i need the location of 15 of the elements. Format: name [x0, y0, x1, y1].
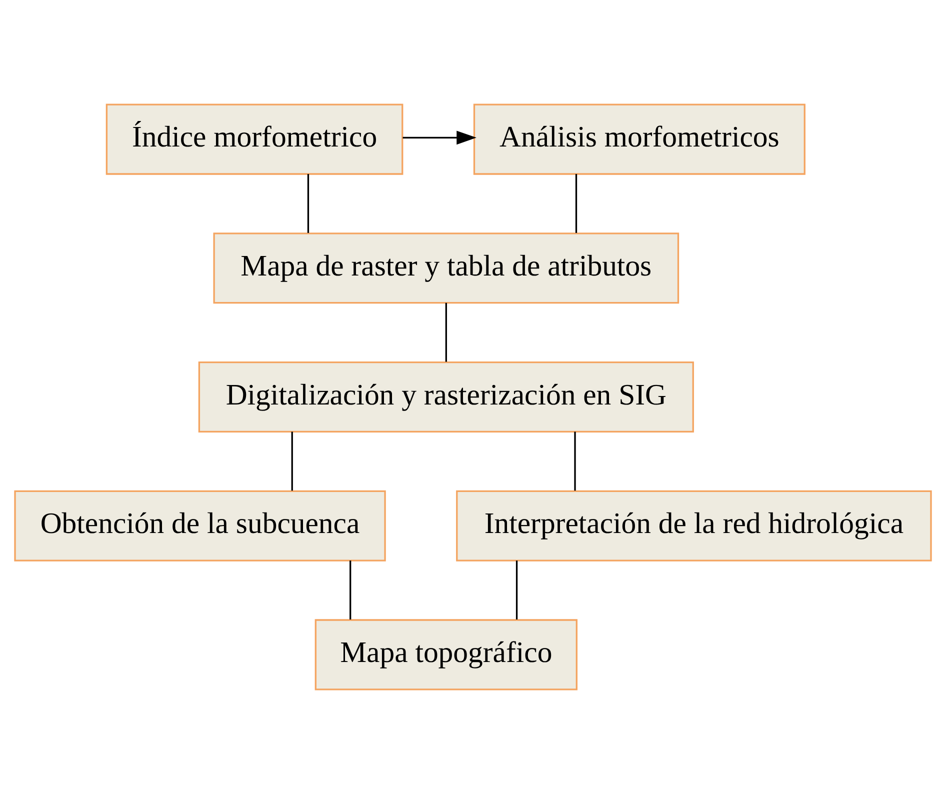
- connector: [291, 431, 293, 490]
- connector: [445, 302, 447, 362]
- node-box: Mapa de raster y tabla de atributos: [213, 232, 680, 304]
- node-box: Análisis morfometricos: [473, 103, 806, 174]
- node-box: Digitalización y rasterización en SIG: [198, 360, 694, 432]
- connector: [350, 560, 352, 619]
- node-box: Mapa topográfico: [314, 618, 578, 690]
- node-box: Interpretación de la red hidrológica: [456, 490, 932, 561]
- connector: [575, 174, 578, 232]
- node-box: Índice morfometrico: [106, 103, 404, 174]
- connector: [516, 560, 518, 619]
- connector: [574, 431, 576, 490]
- node-box: Obtención de la subcuenca: [14, 490, 386, 561]
- arrow: [402, 130, 476, 144]
- connector: [307, 174, 310, 232]
